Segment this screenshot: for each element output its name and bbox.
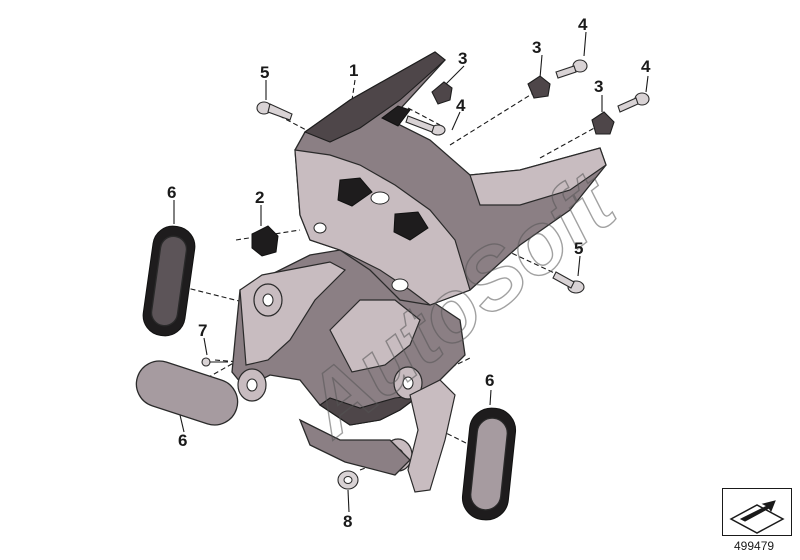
nut-3-upper — [527, 75, 551, 99]
bolt-5-right — [552, 271, 585, 294]
callout-7: 7 — [198, 321, 207, 340]
callout-4-upper: 4 — [578, 15, 588, 34]
bolt-5-top — [256, 101, 293, 121]
callout-4-center: 4 — [456, 96, 466, 115]
pad-6-left — [142, 225, 196, 337]
rubber-pads — [135, 225, 517, 521]
callout-5-top: 5 — [260, 63, 269, 82]
screw-4-right — [617, 92, 650, 113]
fasteners — [201, 59, 650, 490]
nut-3-right — [591, 111, 615, 135]
pin-7 — [201, 357, 228, 367]
callout-1: 1 — [349, 61, 358, 80]
grommet-2 — [251, 225, 279, 257]
callout-6-bottom-right: 6 — [485, 371, 494, 390]
callout-6-bottom-left: 6 — [178, 431, 187, 450]
reference-box — [722, 488, 792, 536]
screw-4-upper — [555, 59, 588, 79]
main-bracket — [294, 51, 607, 306]
callout-4-right: 4 — [641, 57, 651, 76]
callout-6-left: 6 — [167, 183, 176, 202]
callout-labels: 1 2 3 3 3 4 4 4 5 5 6 6 6 7 8 — [167, 15, 651, 531]
lower-bracket — [231, 249, 466, 493]
callout-5-right: 5 — [574, 239, 583, 258]
callout-8: 8 — [343, 512, 352, 531]
callout-3-upper: 3 — [532, 38, 541, 57]
arrow-plane-icon — [729, 500, 785, 534]
screw-4-center — [405, 115, 446, 136]
nut-3-center — [431, 81, 453, 105]
pad-6-bottom-right — [461, 407, 517, 521]
bolt-8 — [337, 470, 359, 490]
diagram-reference-number: 499479 — [734, 539, 775, 553]
callout-3-right: 3 — [594, 77, 603, 96]
callout-3-center: 3 — [458, 49, 467, 68]
pad-6-bottom-left — [135, 360, 239, 426]
callout-2: 2 — [255, 188, 264, 207]
